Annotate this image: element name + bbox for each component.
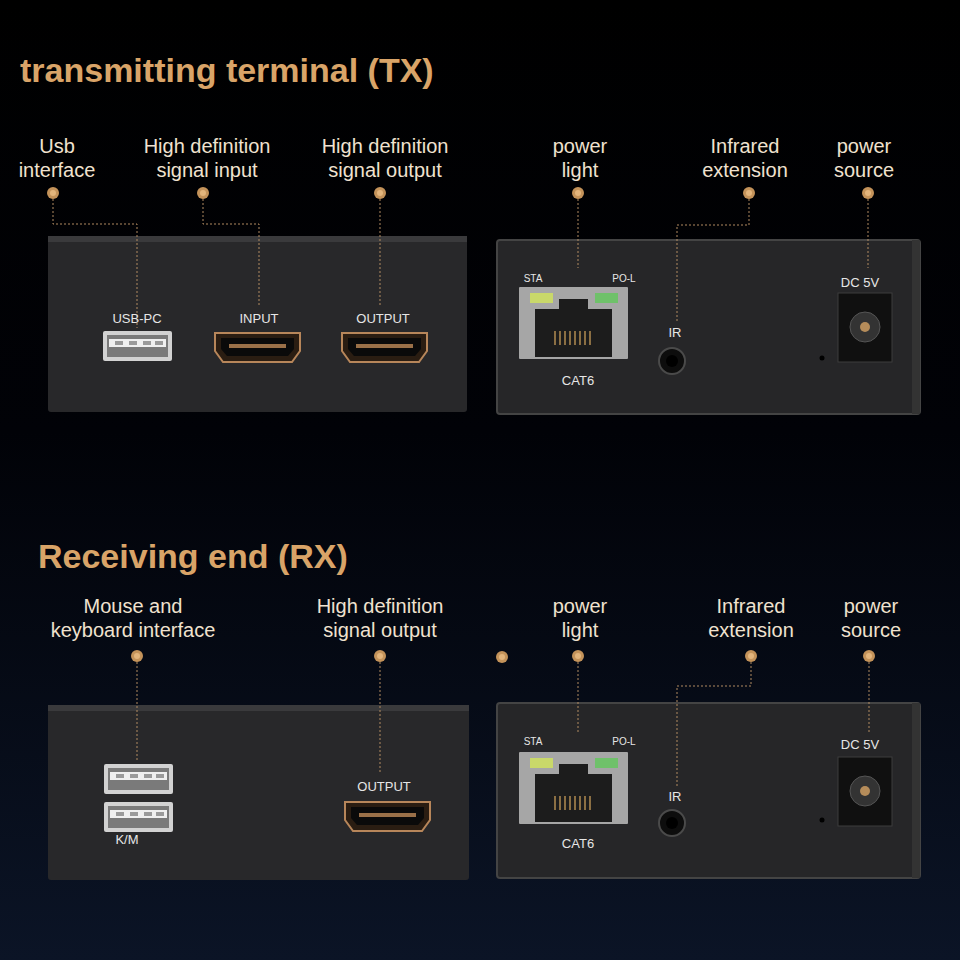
port-label: IR xyxy=(669,790,682,804)
callout-dot xyxy=(197,187,209,199)
callout-dot xyxy=(131,650,143,662)
port xyxy=(519,752,628,824)
device-panel: USB-PC INPUT OUTPUT xyxy=(48,236,467,412)
port xyxy=(104,802,173,832)
port-label: USB-PC xyxy=(112,312,161,326)
port-label: STA xyxy=(524,736,543,747)
device-panel xyxy=(48,236,467,242)
callout-dot xyxy=(862,187,874,199)
port xyxy=(103,331,172,361)
callout-label: power source xyxy=(826,594,916,642)
port-label: STA xyxy=(524,273,543,284)
device-panel: K/M OUTPUT xyxy=(48,705,469,880)
port xyxy=(345,802,430,831)
callout-label: Mouse and keyboard interface xyxy=(43,594,223,642)
leader-line xyxy=(578,199,579,268)
leader-line xyxy=(677,662,751,786)
device-panel xyxy=(497,240,920,414)
callout-label: power light xyxy=(535,594,625,642)
section-heading: transmitting terminal (TX) xyxy=(20,50,434,90)
port xyxy=(215,333,300,362)
port xyxy=(838,757,892,826)
leader-line xyxy=(53,199,869,786)
device-panel xyxy=(912,703,920,878)
port-label: PO-L xyxy=(612,736,635,747)
port-label: K/M xyxy=(115,833,138,847)
callout-dot xyxy=(745,650,757,662)
leader-line xyxy=(578,662,579,732)
callout-label: High definition signal input xyxy=(122,134,292,182)
callout-dot xyxy=(863,650,875,662)
callout-dot xyxy=(496,651,508,663)
callout-label: High definition signal output xyxy=(290,594,470,642)
port xyxy=(838,293,892,362)
port xyxy=(519,287,628,359)
port xyxy=(820,356,825,361)
device-panel: STA PO-L CAT6 IR DC 5V xyxy=(497,240,920,414)
callout-dot xyxy=(374,650,386,662)
callout-dot xyxy=(743,187,755,199)
leader-line xyxy=(380,662,381,774)
port xyxy=(342,333,427,362)
device-panel: STA PO-L CAT6 IR DC 5V xyxy=(497,703,920,878)
port-label: DC 5V xyxy=(841,276,879,290)
section-heading: Receiving end (RX) xyxy=(38,536,348,576)
port xyxy=(820,818,825,823)
device-panel xyxy=(48,705,469,880)
callout-dot xyxy=(374,187,386,199)
device-panel xyxy=(912,240,920,414)
port-label: PO-L xyxy=(612,273,635,284)
callout-dot xyxy=(47,187,59,199)
callout-dot xyxy=(572,650,584,662)
callout-label: power light xyxy=(535,134,625,182)
port xyxy=(659,348,685,374)
callout-label: Usb interface xyxy=(7,134,107,182)
leader-line xyxy=(869,662,870,732)
callout-label: Infrared extension xyxy=(691,594,811,642)
leader-line xyxy=(677,199,749,322)
device-panel xyxy=(48,705,469,711)
port xyxy=(659,810,685,836)
leader-line xyxy=(137,662,138,762)
callout-label: High definition signal output xyxy=(295,134,475,182)
leader-line xyxy=(203,199,259,306)
port-label: DC 5V xyxy=(841,738,879,752)
port xyxy=(104,764,173,794)
leader-line xyxy=(380,199,381,306)
port-label: CAT6 xyxy=(562,837,594,851)
port-label: CAT6 xyxy=(562,374,594,388)
callout-label: Infrared extension xyxy=(685,134,805,182)
port-label: OUTPUT xyxy=(357,780,410,794)
port-label: INPUT xyxy=(240,312,279,326)
device-panel xyxy=(48,236,467,412)
port-label: IR xyxy=(669,326,682,340)
leader-line xyxy=(868,199,869,268)
device-panel xyxy=(497,703,920,878)
port-label: OUTPUT xyxy=(356,312,409,326)
callout-dot xyxy=(572,187,584,199)
callout-label: power source xyxy=(819,134,909,182)
leader-line xyxy=(53,199,137,328)
callout-dot xyxy=(47,187,875,663)
